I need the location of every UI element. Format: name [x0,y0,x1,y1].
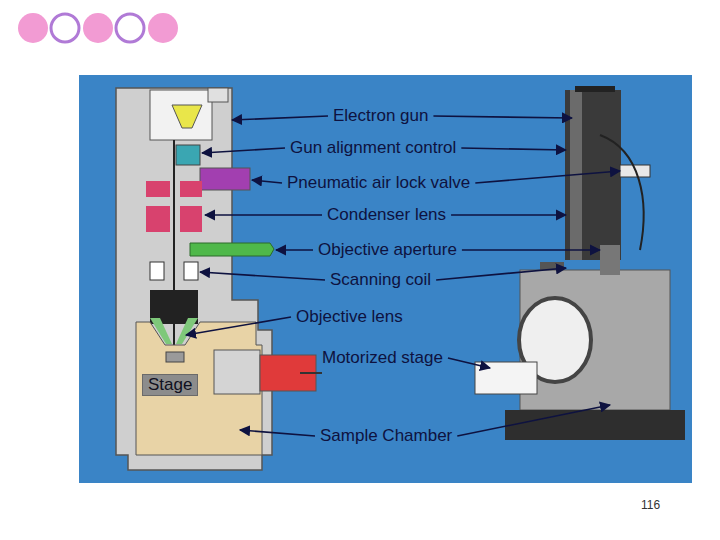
leader-line [232,116,328,120]
page-number: 116 [641,495,660,515]
electron-gun [172,105,202,128]
photo-base [505,410,685,440]
leader-line [433,116,572,118]
leader-line [240,430,315,436]
photo-port [600,245,620,275]
leader-line [475,171,620,183]
part-label: Sample Chamber [320,426,452,446]
gun-alignment [176,145,200,165]
photo-cap [575,86,615,92]
part-label: Electron gun [333,106,428,126]
part-label: Gun alignment control [290,138,456,158]
leader-line [252,180,282,183]
leader-line [457,405,610,436]
leader-line [448,358,490,368]
gun-housing [150,90,212,140]
part-label: Objective aperture [318,240,457,260]
leader-line [436,268,566,280]
leader-line [276,249,313,251]
condenser-coil [180,206,202,232]
deco-circle [116,14,144,42]
column-housing [116,88,272,470]
deco-circle [18,13,48,43]
objective-lens [150,318,172,344]
scanning-coil [150,262,164,280]
deco-circle [83,13,113,43]
panel [79,75,692,483]
part-label: Pneumatic air lock valve [287,173,470,193]
deco-circle [148,13,178,43]
leader-line [205,214,322,216]
photo-body [520,270,670,410]
leader-line [451,214,566,216]
leader-line [186,317,291,335]
condenser-coil [146,181,170,197]
objective-lens [176,318,198,344]
deco-circle [51,14,79,42]
part-label: Objective lens [296,307,403,327]
air-lock-valve [200,168,250,190]
condenser-coil [180,181,202,197]
stage-tag: Stage [142,374,198,396]
part-label: Scanning coil [330,270,431,290]
leader-line [462,249,600,251]
sample-holder [166,352,184,362]
stage-shaft [300,372,322,374]
part-label: Motorized stage [322,348,443,368]
stage-label: Stage [148,375,192,395]
condenser-coil [146,206,170,232]
objective-aperture [190,243,274,256]
stage-drive-housing [214,350,260,394]
photo-cable [600,135,644,250]
leader-line [202,148,285,153]
leader-line [200,272,325,280]
leader-line [461,148,566,150]
sample-chamber [136,322,262,455]
part-label: Condenser lens [327,205,446,225]
scanning-coil [184,262,198,280]
gun-connector [208,88,228,102]
